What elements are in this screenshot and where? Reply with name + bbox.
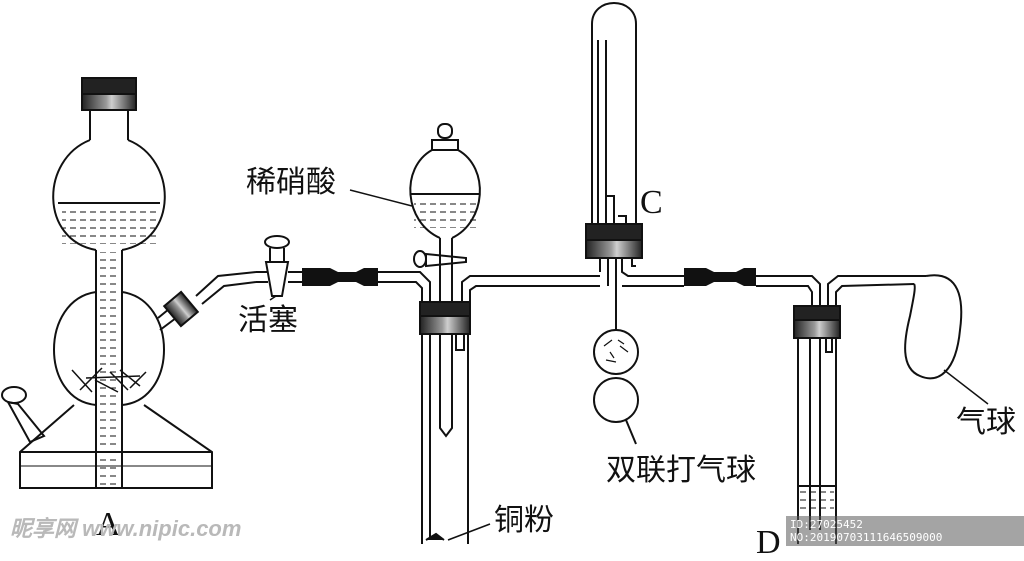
letter-c: C — [640, 184, 663, 221]
stopper-a-top — [81, 77, 137, 95]
leader-nitric-acid — [349, 189, 413, 207]
long-funnel-tube — [95, 250, 123, 488]
reaction-tube-b — [419, 275, 600, 544]
gas-tube-c — [585, 2, 684, 330]
double-bulb-pump — [593, 329, 639, 445]
generator-a — [1, 77, 257, 489]
rubber-tube-1 — [302, 268, 378, 286]
stopcock-valve — [256, 235, 304, 297]
watermark-id: ID:27025452 NO:20190703111646509000 — [786, 516, 1024, 546]
leader-stopcock — [269, 295, 277, 301]
letter-a: A — [96, 506, 121, 543]
balloon — [904, 274, 963, 380]
separatory-funnel — [409, 123, 481, 302]
base-a — [19, 404, 213, 489]
label-balloon: 气球 — [956, 405, 1016, 440]
absorber-tube-d — [756, 275, 926, 544]
leader-copper — [447, 523, 491, 541]
solid-pieces — [71, 367, 147, 393]
watermark-site: 昵享网 www.nipic.com — [10, 516, 242, 541]
apparatus-diagram — [1, 2, 989, 544]
side-tube-a — [195, 271, 257, 305]
label-double-bulb-pump: 双联打气球 — [606, 453, 756, 488]
copper-powder — [425, 532, 445, 541]
side-stopper-a — [162, 290, 200, 328]
tube-to-b — [378, 271, 431, 302]
label-dilute-nitric-acid: 稀硝酸 — [246, 165, 336, 200]
label-copper-powder: 铜粉 — [494, 503, 554, 538]
leader-lines — [269, 189, 989, 541]
leader-balloon — [943, 369, 989, 405]
letter-d: D — [756, 524, 781, 561]
label-stopcock: 活塞 — [238, 303, 298, 338]
drain-stopcock — [1, 386, 27, 404]
stopper-a-top-band — [81, 93, 137, 111]
middle-bulb — [53, 291, 165, 406]
rubber-tube-2 — [684, 268, 756, 286]
